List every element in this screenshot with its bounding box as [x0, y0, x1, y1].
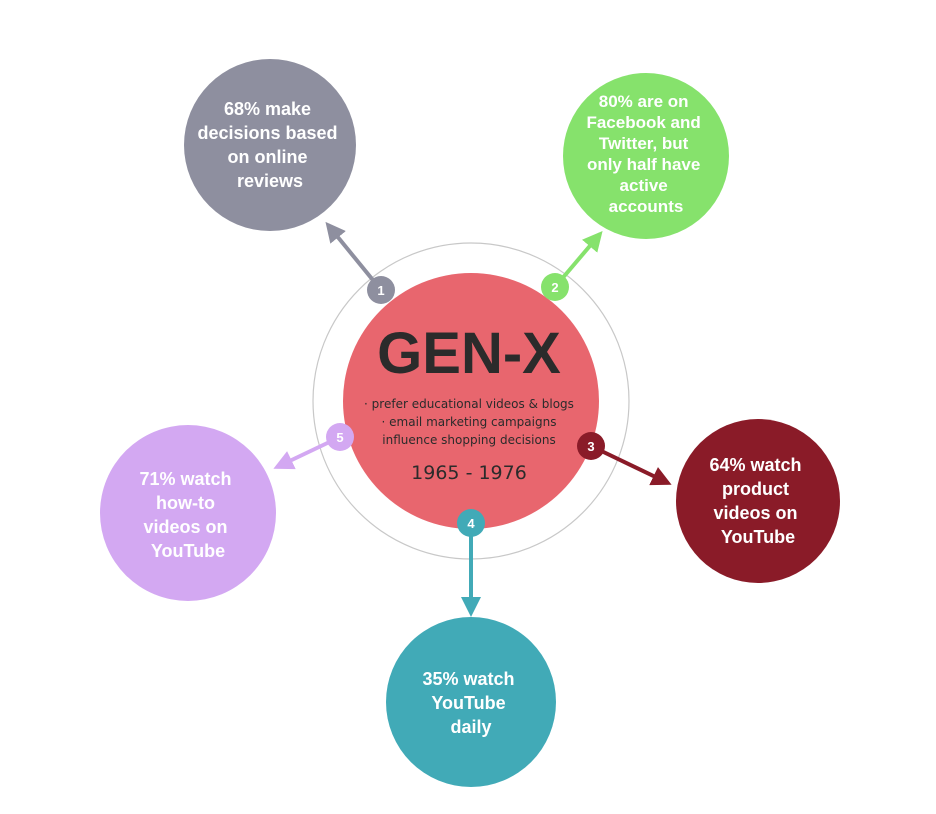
badge-1-number: 1: [377, 283, 384, 298]
badge-3-number: 3: [587, 439, 594, 454]
node-3-text: 64% watch product videos on YouTube: [709, 455, 806, 547]
center-bullet-3: influence shopping decisions: [382, 433, 555, 447]
node-4-text: 35% watch YouTube daily: [422, 669, 519, 737]
badge-5-number: 5: [336, 430, 343, 445]
node-5-line-4: YouTube: [151, 541, 225, 561]
badge-5: 5: [326, 423, 354, 451]
node-5-line-2: how-to: [156, 493, 215, 513]
node-1-line-1: 68% make: [224, 99, 311, 119]
node-2-line-2: Facebook and: [586, 113, 700, 132]
node-4-circle: [386, 617, 556, 787]
node-5-line-1: 71% watch: [139, 469, 231, 489]
center-circle: [343, 273, 599, 529]
node-1-line-4: reviews: [237, 171, 303, 191]
center-title: GEN-X: [377, 321, 561, 386]
badge-1: 1: [367, 276, 395, 304]
badge-4: 4: [457, 509, 485, 537]
node-2-circle: [563, 73, 729, 239]
node-1-line-2: decisions based: [197, 123, 337, 143]
node-5-circle: [100, 425, 276, 601]
node-2-line-5: active: [620, 176, 668, 195]
badge-4-number: 4: [467, 516, 475, 531]
node-2-line-3: Twitter, but: [599, 134, 689, 153]
badge-2-number: 2: [551, 280, 558, 295]
node-4-line-1: 35% watch: [422, 669, 514, 689]
badge-3: 3: [577, 432, 605, 460]
node-2-line-6: accounts: [609, 197, 684, 216]
node-3-circle: [676, 419, 840, 583]
center-bullet-1: · prefer educational videos & blogs: [364, 397, 574, 411]
node-5-text: 71% watch how-to videos on YouTube: [139, 469, 236, 561]
node-3-line-2: product: [722, 479, 789, 499]
node-4-line-3: daily: [450, 717, 491, 737]
node-1-circle: [184, 59, 356, 231]
node-2-text: 80% are on Facebook and Twitter, but onl…: [586, 92, 705, 216]
node-5: 71% watch how-to videos on YouTube: [100, 425, 276, 601]
node-3-line-3: videos on: [713, 503, 797, 523]
center-node: GEN-X · prefer educational videos & blog…: [343, 273, 599, 529]
badge-2: 2: [541, 273, 569, 301]
node-1: 68% make decisions based on online revie…: [184, 59, 356, 231]
node-5-line-3: videos on: [143, 517, 227, 537]
center-years: 1965 - 1976: [411, 462, 527, 484]
node-2-line-1: 80% are on: [599, 92, 689, 111]
node-4-line-2: YouTube: [431, 693, 505, 713]
node-4: 35% watch YouTube daily: [386, 617, 556, 787]
node-3-line-1: 64% watch: [709, 455, 801, 475]
node-3: 64% watch product videos on YouTube: [676, 419, 840, 583]
node-3-line-4: YouTube: [721, 527, 795, 547]
center-bullet-2: · email marketing campaigns: [382, 415, 557, 429]
node-2-line-4: only half have: [587, 155, 700, 174]
arrow-3: [590, 444, 672, 486]
node-1-text: 68% make decisions based on online revie…: [197, 99, 342, 191]
node-2: 80% are on Facebook and Twitter, but onl…: [563, 73, 729, 239]
node-1-line-3: on online: [227, 147, 307, 167]
